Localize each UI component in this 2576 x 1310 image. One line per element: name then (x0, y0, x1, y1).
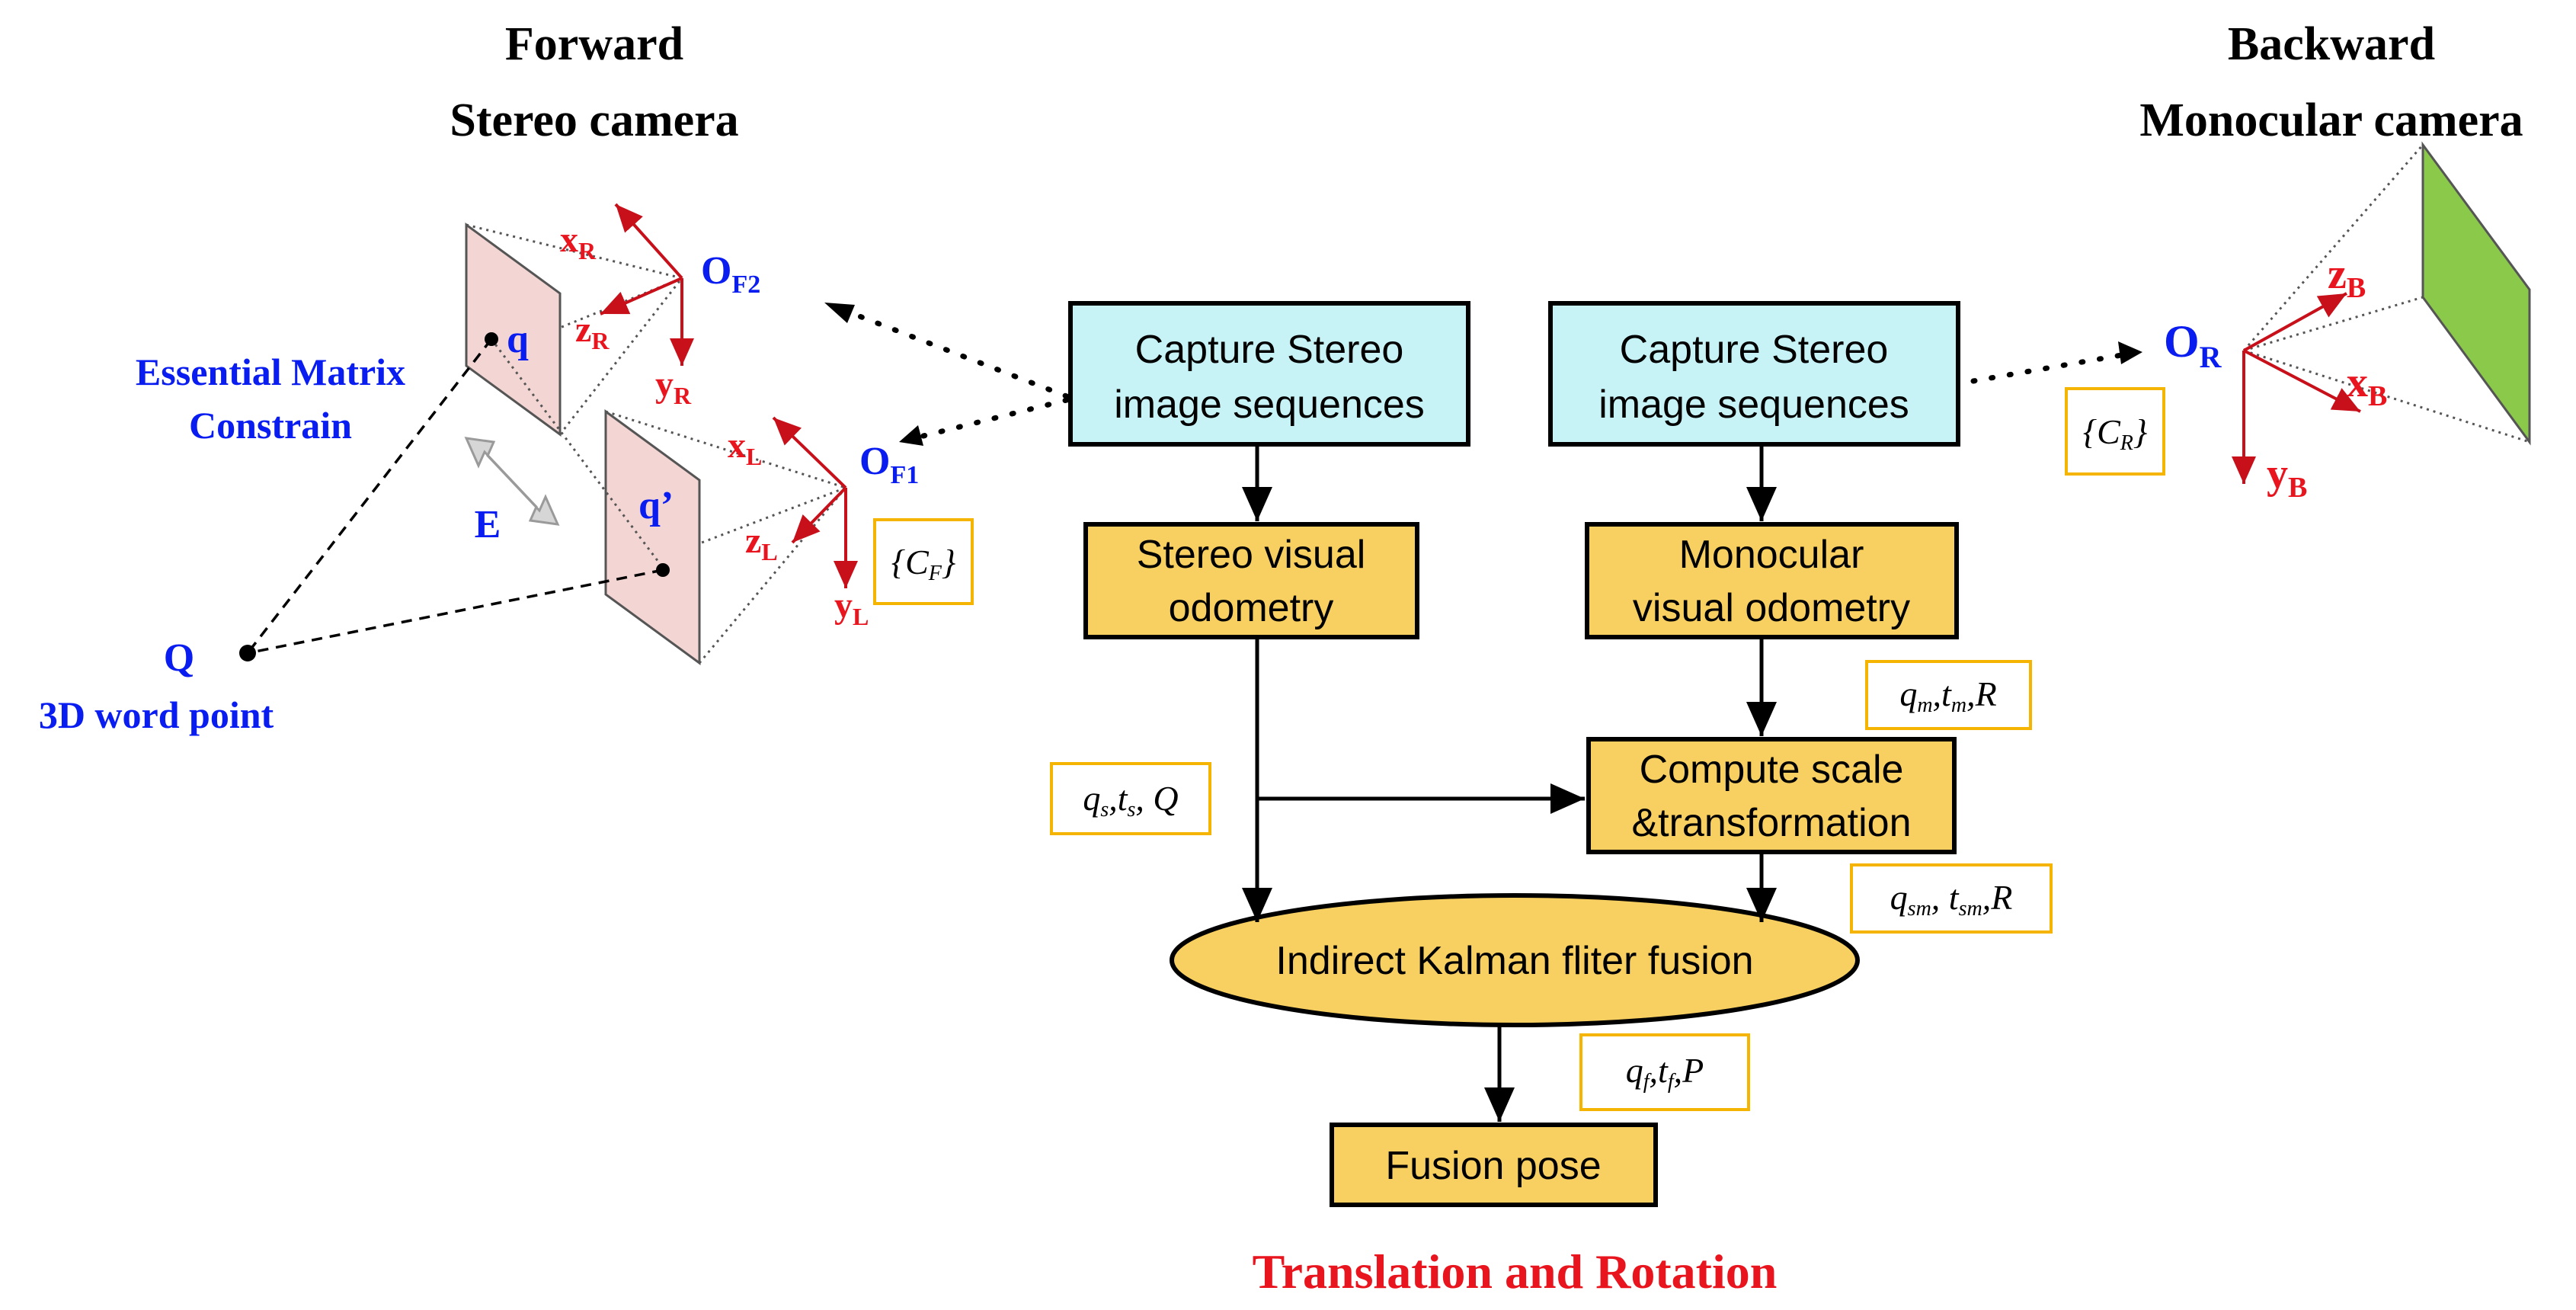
qsm-label: qsm, tsm,R (1890, 878, 2013, 921)
zL-label: zL (745, 520, 778, 565)
cr-frame-box (2065, 387, 2165, 476)
or-label: OR (2164, 316, 2222, 374)
flow-arrows (1242, 444, 1777, 1122)
compute-line2: &transformation (1631, 801, 1911, 845)
cf-frame-box (873, 518, 974, 605)
kalman-ellipse (1170, 893, 1860, 1027)
qm-box (1865, 660, 2032, 730)
capture-left-line2: image sequences (1114, 383, 1425, 427)
zB-label: zB (2328, 251, 2366, 304)
point-Q-label: Q (164, 636, 194, 680)
e-label: E (475, 503, 501, 546)
forward-title-line1: Forward (505, 18, 683, 70)
fusion-label: Fusion pose (1385, 1144, 1601, 1188)
essential-arrow-icon (464, 437, 560, 526)
qf-label: qf,tf,P (1626, 1051, 1704, 1094)
yR-label: yR (655, 364, 692, 409)
mono-vo-line2: visual odometry (1633, 586, 1910, 630)
capture-left-box (1068, 301, 1470, 447)
compute-line1: Compute scale (1640, 748, 1904, 792)
qsm-box (1850, 863, 2053, 934)
output-label: Translation and Rotation (1253, 1244, 1778, 1299)
yB-label: yB (2267, 450, 2307, 504)
qs-box (1050, 762, 1211, 835)
xR-label: xR (560, 219, 597, 264)
backward-title-line2: Monocular camera (2139, 94, 2523, 146)
epipolar-lines (246, 338, 664, 655)
of2-label: OF2 (701, 249, 760, 299)
essential-line1: Essential Matrix (136, 351, 405, 393)
forward-title-line2: Stereo camera (450, 94, 738, 146)
point-Q-desc: 3D word point (39, 693, 274, 736)
back-camera-frustum (2242, 144, 2530, 444)
point-q-dot (485, 332, 498, 346)
zR-label: zR (575, 309, 610, 354)
mono-vo-box (1585, 522, 1959, 639)
essential-line2: Constrain (189, 404, 352, 447)
capture-right-line1: Capture Stereo (1620, 328, 1889, 372)
left-camera-axes (772, 416, 858, 588)
stereo-vo-box (1083, 522, 1419, 639)
of1-label: OF1 (859, 440, 919, 489)
capture-right-line2: image sequences (1598, 383, 1909, 427)
xL-label: xL (728, 425, 762, 470)
q-prime-label: q’ (638, 484, 674, 527)
point-Q-dot (239, 645, 256, 661)
capture-right-box (1548, 301, 1960, 447)
right-camera-axes (600, 203, 694, 366)
stereo-vo-line1: Stereo visual (1137, 533, 1366, 577)
qs-label: qs,ts, Q (1083, 779, 1178, 822)
fusion-box (1330, 1123, 1658, 1207)
back-camera-axes (2232, 292, 2361, 484)
kalman-label: Indirect Kalman fliter fusion (1275, 939, 1753, 983)
capture-left-line1: Capture Stereo (1135, 328, 1404, 372)
cf-frame-label: {CF} (891, 543, 956, 585)
backward-title-line1: Backward (2228, 18, 2435, 70)
yL-label: yL (834, 585, 869, 630)
point-q-prime-dot (656, 563, 670, 577)
xB-label: xB (2347, 359, 2387, 412)
mono-vo-line1: Monocular (1679, 533, 1864, 577)
capture-links (843, 308, 2129, 441)
left-image-plane (604, 409, 701, 665)
qf-box (1579, 1033, 1750, 1111)
back-image-plane (2421, 141, 2531, 446)
capture-link-heads (824, 303, 2142, 446)
right-image-plane (465, 223, 562, 437)
compute-box (1586, 737, 1957, 854)
stereo-vo-line2: odometry (1169, 586, 1334, 630)
q-label: q (507, 318, 529, 361)
cr-frame-label: {CR} (2083, 412, 2148, 455)
qm-label: qm,tm,R (1899, 674, 1996, 717)
